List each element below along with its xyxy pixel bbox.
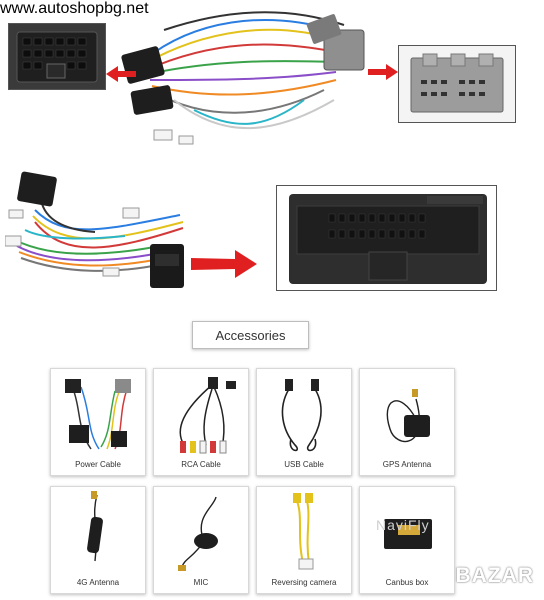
big-red-arrow-right-icon bbox=[191, 250, 257, 278]
accessory-label: USB Cable bbox=[284, 460, 324, 469]
accessory-label: Reversing camera bbox=[271, 578, 337, 587]
canbus-connector-face-icon bbox=[289, 194, 487, 284]
wiring-harness-middle-icon bbox=[5, 171, 184, 288]
accessory-label: MIC bbox=[193, 578, 209, 587]
accessory-card-usb-cable: USB Cable bbox=[256, 368, 352, 476]
4g-antenna-icon bbox=[87, 491, 103, 562]
arrow-left-icon bbox=[106, 66, 136, 82]
grey-connector-face-icon bbox=[410, 53, 504, 113]
right-connector-closeup bbox=[398, 45, 516, 123]
black-connector-face-icon bbox=[16, 31, 98, 83]
accessory-card-reversing-camera: Reversing camera bbox=[256, 486, 352, 594]
accessory-label: Canbus box bbox=[385, 578, 429, 587]
accessory-label: GPS Antenna bbox=[382, 460, 432, 469]
gps-antenna-icon bbox=[386, 389, 430, 443]
usb-cable-icon bbox=[281, 379, 322, 452]
accessory-label: RCA Cable bbox=[181, 460, 221, 469]
bazar-logo: BAZAR bbox=[455, 564, 534, 587]
accessory-label: Power Cable bbox=[75, 460, 121, 469]
power-cable-icon bbox=[65, 379, 131, 450]
wiring-harness-top-icon bbox=[121, 11, 365, 145]
navify-watermark: NaviFly bbox=[376, 517, 430, 533]
reversing-camera-cable-icon bbox=[293, 493, 314, 570]
accessory-card-gps-antenna: GPS Antenna bbox=[359, 368, 455, 476]
accessories-title: Accessories bbox=[192, 321, 309, 349]
mic-icon bbox=[178, 496, 218, 571]
accessory-card-4g-antenna: 4G Antenna bbox=[50, 486, 146, 594]
rca-cable-icon bbox=[179, 377, 236, 454]
accessory-card-power-cable: Power Cable bbox=[50, 368, 146, 476]
left-connector-closeup bbox=[8, 23, 106, 90]
accessory-card-canbus-box: Canbus box bbox=[359, 486, 455, 594]
accessory-label: 4G Antenna bbox=[76, 578, 120, 587]
accessory-card-rca-cable: RCA Cable bbox=[153, 368, 249, 476]
canbus-box-icon bbox=[384, 519, 432, 549]
arrow-right-icon bbox=[368, 64, 398, 80]
canbus-connector-closeup bbox=[276, 185, 497, 291]
watermark-text: www.autoshopbg.net bbox=[0, 0, 149, 17]
accessory-card-mic: MIC bbox=[153, 486, 249, 594]
